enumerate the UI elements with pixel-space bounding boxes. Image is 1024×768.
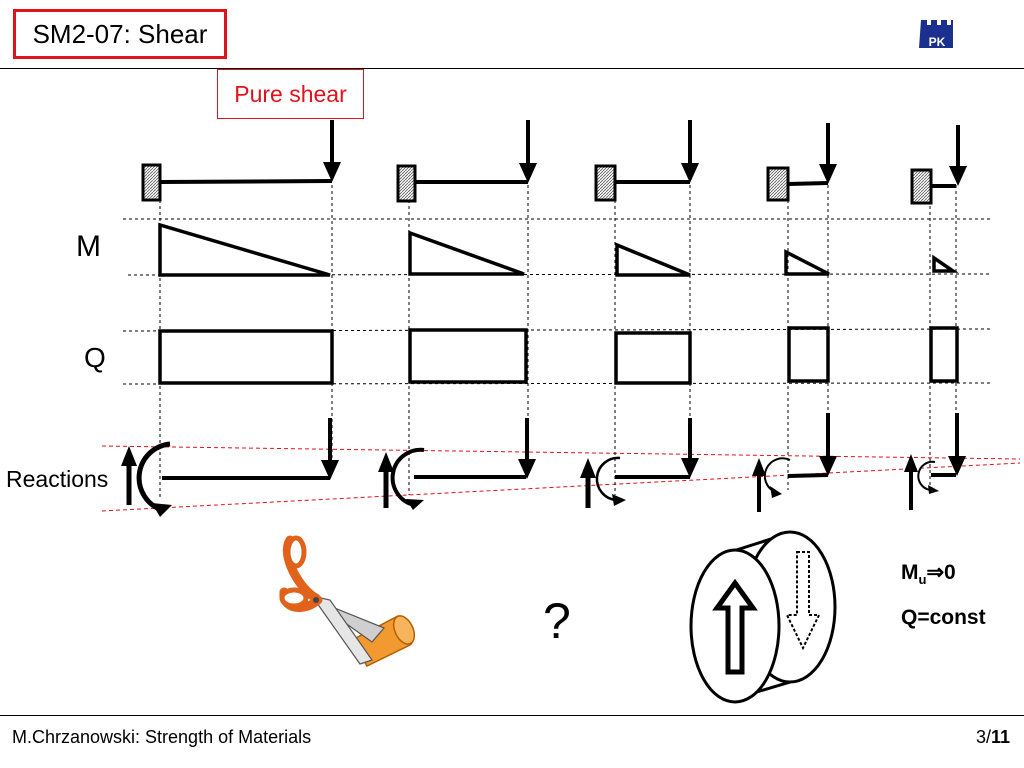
- pk-university-logo-icon: PK: [918, 16, 956, 52]
- moment-limit-statement: Mu⇒0: [901, 560, 956, 587]
- header-divider: [0, 68, 1024, 69]
- slide-title: SM2-07: Shear: [13, 9, 227, 59]
- moment-row-label: M: [76, 230, 101, 263]
- reaction-diagrams: [121, 413, 966, 517]
- moment-subscript: u: [918, 572, 927, 588]
- footer-author-course: M.Chrzanowski: Strength of Materials: [12, 727, 312, 747]
- scissors-cutting-rod-icon: [279, 535, 416, 667]
- page-number: 3/11: [976, 727, 1010, 748]
- cantilever-beams: [141, 120, 967, 205]
- cylinder-shear-section-icon: [689, 530, 837, 704]
- svg-text:PK: PK: [929, 35, 946, 49]
- page-total: 11: [991, 727, 1011, 747]
- page-current: 3/: [976, 727, 992, 747]
- shear-force-diagrams: [158, 326, 959, 385]
- pure-shear-label: Pure shear: [217, 69, 364, 119]
- moment-diagrams: [158, 222, 959, 277]
- footer-divider: [0, 715, 1024, 716]
- shear-row-label: Q: [84, 342, 106, 373]
- moment-limit: ⇒0: [926, 561, 956, 584]
- reactions-row-label: Reactions: [6, 466, 109, 492]
- moment-symbol: M: [901, 561, 919, 584]
- shear-constant-statement: Q=const: [901, 606, 986, 629]
- question-mark: ?: [543, 593, 571, 649]
